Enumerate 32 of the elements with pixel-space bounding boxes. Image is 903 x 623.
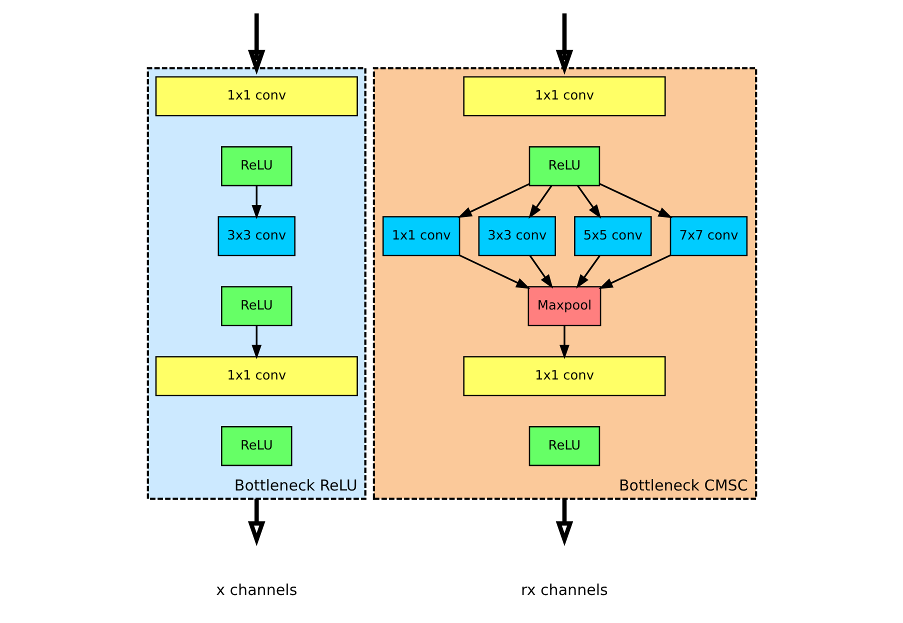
arrow [576,255,600,289]
arrow [555,498,573,546]
arrow [598,183,672,218]
node-box: 5x5 conv [574,216,652,256]
arrow [251,326,262,360]
arrow [598,254,670,289]
node-box: 3x3 conv [478,216,556,256]
node-box: 1x1 conv [154,356,358,396]
node-box: ReLU [528,146,600,186]
node-box: 3x3 conv [217,216,295,256]
node-box: ReLU [220,286,292,326]
arrow [458,254,530,289]
arrow [528,255,553,289]
arrow [457,183,530,218]
node-box: ReLU [220,426,292,466]
arrow [247,13,265,75]
node-box: 1x1 conv [154,76,358,116]
label: x channels [216,581,297,600]
node-box: 7x7 conv [669,216,748,256]
node-box: Maxpool [527,286,601,326]
arrow [251,186,262,220]
arrow [247,498,265,546]
node-box: 1x1 conv [462,356,666,396]
arrow [528,185,552,219]
node-box: ReLU [528,426,600,466]
label: rx channels [520,581,608,600]
node-box: 1x1 conv [382,216,460,256]
arrow [555,13,573,75]
node-box: 1x1 conv [462,76,666,116]
arrow [576,185,601,219]
node-box: ReLU [220,146,292,186]
arrow [559,326,569,360]
